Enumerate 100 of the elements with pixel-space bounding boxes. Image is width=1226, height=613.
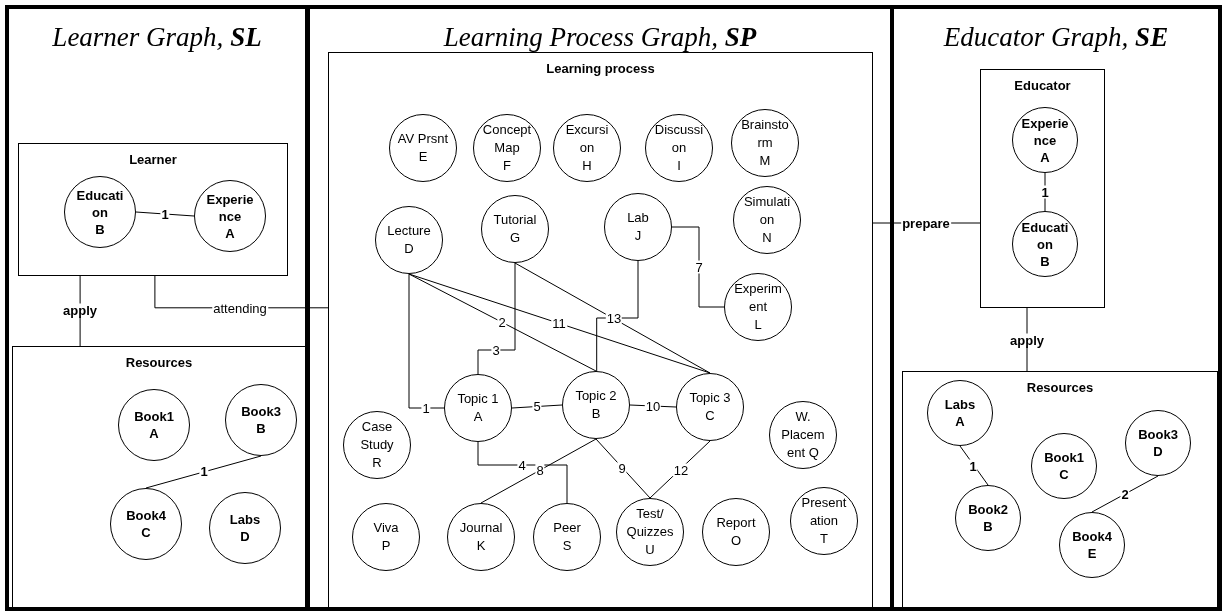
- edge-label: 13: [605, 311, 623, 325]
- node-label: Lab: [627, 209, 649, 227]
- node-label: Book1: [134, 408, 174, 425]
- node-label: Brainsto rm: [740, 116, 790, 152]
- group-box: [18, 143, 288, 276]
- node-label: A: [149, 425, 159, 442]
- node-label: C: [705, 407, 715, 425]
- panel-title: Learning Process Graph, SP: [442, 21, 758, 54]
- node-label: F: [503, 157, 511, 175]
- group-box: [980, 69, 1105, 308]
- connector-line: [408, 273, 597, 372]
- node-label: Topic 1: [457, 390, 499, 408]
- node-label: Simulati on: [742, 193, 792, 229]
- node-label: C: [1059, 466, 1069, 483]
- node-label: K: [476, 537, 486, 555]
- edge-label: 10: [644, 399, 662, 413]
- node-label: W. Placem ent Q: [780, 408, 826, 462]
- connector-line: [135, 211, 195, 217]
- node-label: Book3: [1138, 426, 1178, 443]
- node-label: N: [762, 229, 772, 247]
- node-label: M: [759, 152, 771, 170]
- connector-line: [408, 273, 445, 409]
- node-label: P: [381, 537, 391, 555]
- edge-label: 9: [617, 461, 627, 475]
- node-label: B: [983, 518, 993, 535]
- edge-label: 8: [535, 463, 545, 477]
- edge-label: 3: [491, 343, 501, 357]
- edge-label: 1: [421, 401, 431, 415]
- group-box: [12, 346, 306, 608]
- edge-label: 2: [497, 315, 507, 329]
- node-label: S: [562, 537, 572, 555]
- group-heading: Learning process: [545, 61, 656, 78]
- node-label: E: [1087, 545, 1097, 562]
- edge-label: 4: [517, 458, 527, 472]
- connector-line: [1091, 475, 1159, 513]
- node-label: Book3: [241, 403, 281, 420]
- panel-title: Educator Graph, SE: [942, 21, 1170, 54]
- edge-label: 1: [160, 207, 170, 221]
- edge-label: attending: [212, 301, 268, 315]
- connector-line: [408, 273, 711, 374]
- node-label: A: [473, 408, 483, 426]
- node-label: Present ation: [800, 494, 848, 530]
- node-label: Educati on: [75, 186, 125, 221]
- node-label: D: [404, 240, 414, 258]
- group-heading: Learner: [128, 152, 178, 169]
- edge-label: 1: [968, 459, 978, 473]
- connector-line: [596, 260, 639, 372]
- group-heading: Resources: [1025, 380, 1095, 397]
- connector-line: [477, 441, 568, 504]
- node-label: H: [582, 157, 592, 175]
- edge-label: 7: [694, 260, 704, 274]
- node-label: AV Prsnt: [397, 130, 449, 148]
- graph-panel: [5, 5, 309, 611]
- node-label: Book2: [968, 501, 1008, 518]
- panel-title: Learner Graph, SL: [51, 21, 263, 54]
- node-label: Test/ Quizzes: [625, 505, 675, 541]
- node-label: A: [955, 413, 965, 430]
- node-label: Educati on: [1020, 218, 1070, 253]
- node-label: Journal: [459, 519, 503, 537]
- edge-label: 1: [1040, 185, 1050, 199]
- node-label: B: [1040, 252, 1050, 270]
- node-label: Report: [716, 514, 756, 532]
- node-label: Topic 2: [575, 387, 617, 405]
- node-label: Tutorial: [493, 211, 537, 229]
- connector-line: [480, 438, 597, 504]
- node-label: D: [1153, 443, 1163, 460]
- edge-label: apply: [62, 303, 98, 317]
- node-label: Topic 3: [689, 389, 731, 407]
- node-label: G: [509, 229, 521, 247]
- edge-label: 2: [1120, 487, 1130, 501]
- connector-line: [145, 455, 262, 489]
- node-label: U: [645, 541, 655, 559]
- node-label: Labs: [229, 511, 261, 528]
- node-label: Excursi on: [564, 121, 610, 157]
- node-label: D: [240, 528, 250, 545]
- node-label: Viva: [373, 519, 399, 537]
- node-label: A: [225, 224, 235, 242]
- node-label: L: [754, 316, 762, 334]
- node-label: R: [372, 454, 382, 472]
- node-label: A: [1040, 148, 1050, 166]
- edge-label: 5: [532, 399, 542, 413]
- edge-label: apply: [1009, 333, 1045, 347]
- node-label: B: [591, 405, 601, 423]
- node-label: C: [141, 524, 151, 541]
- node-label: J: [634, 227, 642, 245]
- node-label: Experie nce: [1020, 114, 1070, 149]
- node-label: B: [95, 220, 105, 238]
- connector-line: [595, 438, 651, 499]
- node-label: B: [256, 420, 266, 437]
- node-label: Concept Map: [481, 121, 533, 157]
- node-label: Discussi on: [653, 121, 705, 157]
- group-box: [902, 371, 1218, 608]
- edge-label: 11: [551, 316, 567, 330]
- node-label: Experim ent: [733, 280, 783, 316]
- connector-line: [649, 440, 711, 499]
- connector-line: [671, 226, 725, 308]
- connector-line: [79, 275, 81, 347]
- node-label: O: [730, 532, 742, 550]
- node-label: Peer: [553, 519, 581, 537]
- node-label: Case Study: [359, 418, 395, 454]
